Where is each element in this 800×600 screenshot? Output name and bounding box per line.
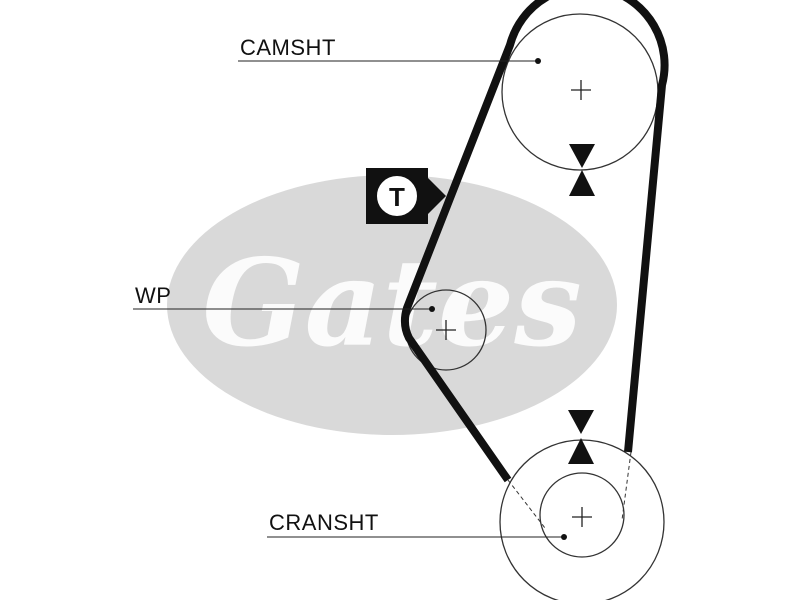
tensioner-label: T	[389, 182, 405, 212]
center-cross-icon	[436, 320, 456, 340]
tensioner-icon: T	[366, 168, 446, 224]
water-pump-label: WP	[135, 283, 171, 308]
watermark-text: Gates	[202, 233, 582, 374]
watermark-ellipse	[167, 175, 617, 435]
gates-watermark: Gates	[167, 175, 617, 435]
timing-belt	[400, 0, 669, 483]
callout-water-pump: WP	[133, 283, 435, 312]
crankshaft-label: CRANSHT	[269, 510, 379, 535]
callout-camshaft: CAMSHT	[238, 35, 541, 64]
camshaft-label: CAMSHT	[240, 35, 336, 60]
timing-mark-icon	[569, 144, 595, 196]
center-cross-icon	[571, 80, 591, 100]
callout-crankshaft: CRANSHT	[267, 510, 567, 540]
timing-mark-icon	[568, 410, 594, 464]
center-cross-icon	[572, 507, 592, 527]
